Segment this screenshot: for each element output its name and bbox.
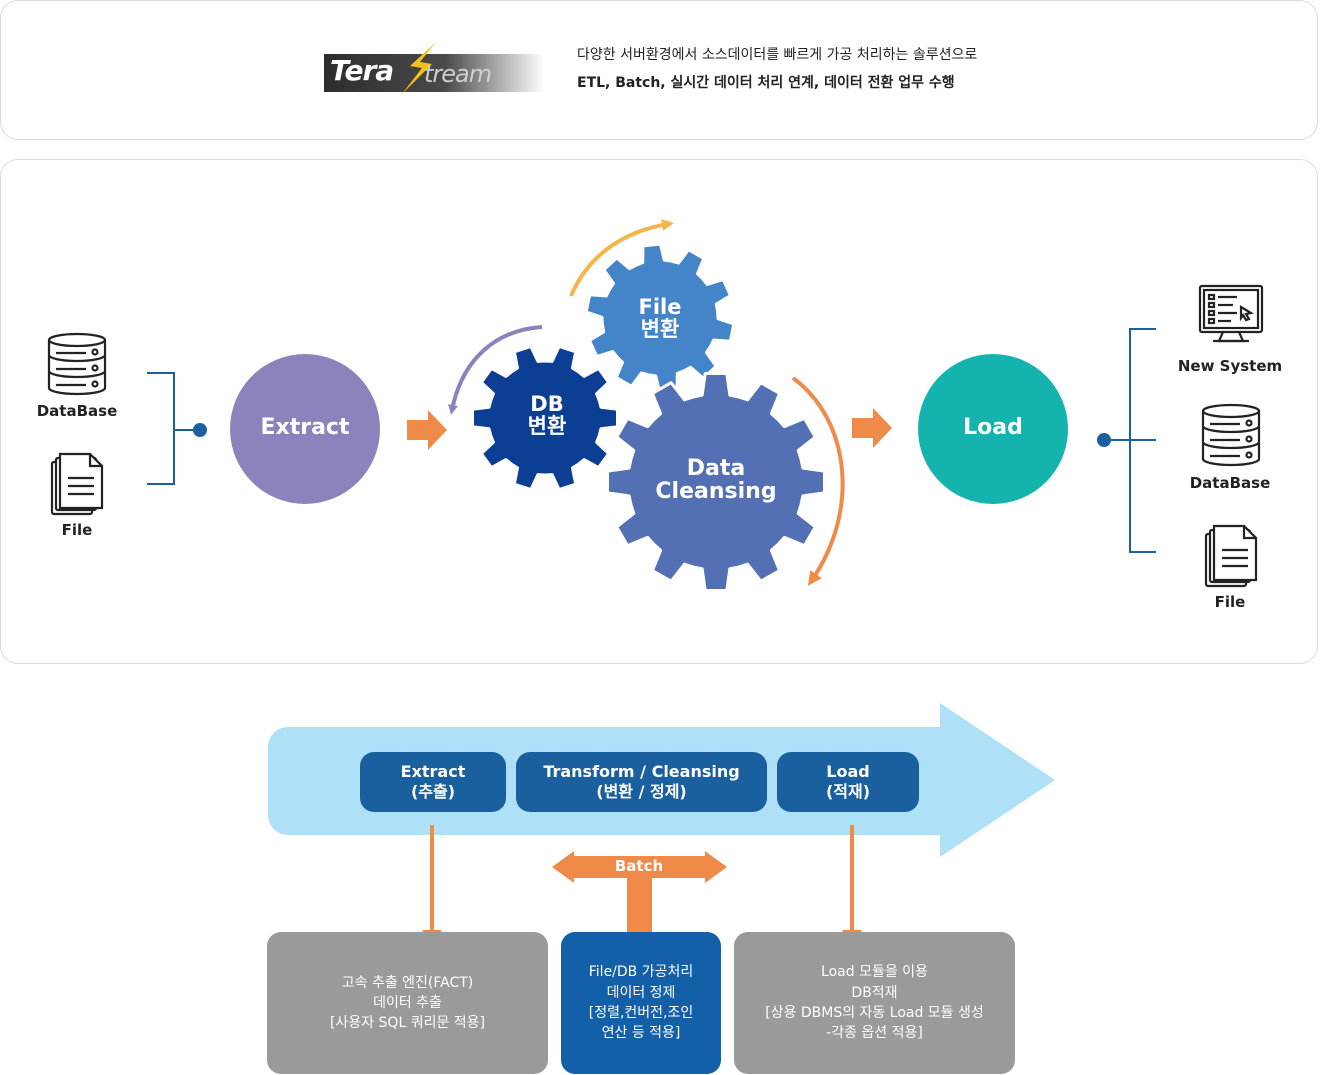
monitor-icon bbox=[1198, 284, 1264, 343]
detail-line: DB적재 bbox=[851, 984, 898, 1001]
source-database-label: DataBase bbox=[36, 402, 118, 420]
detail-line: [상용 DBMS의 자동 Load 모듈 생성 bbox=[765, 1005, 984, 1021]
file-icon bbox=[1204, 524, 1258, 588]
target-connector bbox=[1103, 328, 1156, 553]
transform-detail-box: File/DB 가공처리 데이터 정제 [정렬,컨버전,조인 연산 등 적용] bbox=[561, 932, 721, 1074]
source-connector-dot bbox=[193, 423, 207, 437]
stage-load-title: Load bbox=[826, 762, 870, 781]
header-panel bbox=[0, 0, 1318, 140]
db-gear-line2: 변환 bbox=[527, 414, 567, 439]
load-circle bbox=[918, 354, 1068, 504]
target-database-label: DataBase bbox=[1189, 474, 1271, 492]
source-connector bbox=[147, 372, 200, 485]
stage-transform-subtitle: (변환 / 정제) bbox=[596, 782, 687, 801]
cleansing-gear-line2: Cleansing bbox=[655, 479, 777, 505]
file-gear bbox=[584, 242, 736, 394]
detail-line: Load 모듈을 이용 bbox=[821, 964, 928, 981]
database-icon bbox=[47, 332, 107, 396]
detail-line: -각종 옵션 적용] bbox=[826, 1025, 923, 1042]
load-detail-box: Load 모듈을 이용 DB적재 [상용 DBMS의 자동 Load 모듈 생성… bbox=[734, 932, 1015, 1074]
gear-group bbox=[471, 242, 826, 592]
arrow-to-transform bbox=[407, 410, 447, 450]
detail-line: 데이터 정제 bbox=[606, 984, 676, 1001]
target-file-label: File bbox=[1214, 593, 1246, 611]
batch-double-arrow bbox=[552, 851, 727, 883]
extract-label: Extract bbox=[260, 415, 350, 440]
description-line-1: 다양한 서버환경에서 소스데이터를 빠르게 가공 처리하는 솔루션으로 bbox=[577, 47, 978, 63]
file-icon bbox=[50, 452, 104, 516]
logo-text-tera: Tera bbox=[330, 54, 394, 87]
batch-label: Batch bbox=[614, 857, 664, 875]
logo-bar bbox=[324, 54, 544, 92]
target-connector-dot bbox=[1097, 433, 1111, 447]
detail-line: 데이터 추출 bbox=[373, 994, 442, 1011]
stage-transform-title: Transform / Cleansing bbox=[543, 762, 740, 781]
database-icon bbox=[1201, 403, 1261, 467]
source-file-label: File bbox=[61, 521, 93, 539]
stage-extract-subtitle: (추출) bbox=[410, 782, 456, 801]
curved-arrow-purple bbox=[448, 325, 543, 415]
arrow-to-load bbox=[852, 408, 892, 448]
curved-arrow-orange bbox=[791, 376, 845, 586]
extract-circle bbox=[230, 354, 380, 504]
detail-line: 고속 추출 엔진(FACT) bbox=[341, 974, 474, 991]
db-gear-line1: DB bbox=[530, 392, 564, 416]
cleansing-gear-line1: Data bbox=[686, 456, 746, 481]
stage-load-subtitle: (적재) bbox=[825, 782, 871, 801]
load-label: Load bbox=[963, 415, 1023, 440]
description-line-2: ETL, Batch, 실시간 데이터 처리 연계, 데이터 전환 업무 수행 bbox=[577, 75, 955, 91]
logo-text-stream: tream bbox=[424, 60, 492, 88]
target-new-system-label: New System bbox=[1177, 357, 1283, 375]
detail-line: 연산 등 적용] bbox=[601, 1025, 681, 1042]
stage-load: Load (적재) bbox=[777, 752, 919, 812]
db-gear bbox=[471, 344, 619, 492]
cleansing-gear bbox=[606, 372, 826, 592]
detail-line: [정렬,컨버전,조인 bbox=[588, 1005, 694, 1021]
extract-detail-box: 고속 추출 엔진(FACT) 데이터 추출 [사용자 SQL 쿼리문 적용] bbox=[267, 932, 548, 1074]
file-gear-label: File 변환 bbox=[610, 296, 710, 340]
stage-extract-title: Extract bbox=[400, 762, 466, 781]
stage-transform: Transform / Cleansing (변환 / 정제) bbox=[516, 752, 767, 812]
detail-line: [사용자 SQL 쿼리문 적용] bbox=[329, 1015, 486, 1032]
terastream-logo: Tera tream bbox=[324, 40, 546, 96]
file-gear-line1: File bbox=[638, 295, 682, 319]
cleansing-gear-label: Data Cleansing bbox=[636, 457, 796, 503]
stage-extract: Extract (추출) bbox=[360, 752, 506, 812]
file-gear-line2: 변환 bbox=[640, 317, 680, 342]
detail-line: File/DB 가공처리 bbox=[588, 964, 694, 981]
curved-arrow-yellow bbox=[569, 219, 674, 297]
db-gear-label: DB 변환 bbox=[497, 393, 597, 437]
